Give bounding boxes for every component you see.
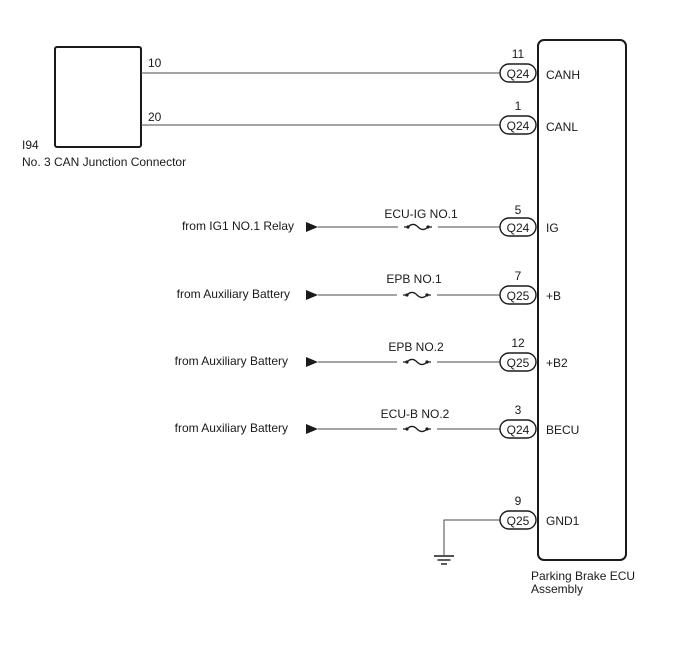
- connector-code: Q24: [507, 119, 530, 133]
- pin-number: 7: [515, 269, 522, 283]
- pin-number: 12: [511, 336, 525, 350]
- terminal-name: CANL: [546, 120, 578, 134]
- row-gnd1: 9 Q25 GND1: [434, 494, 580, 565]
- junction-connector-id: I94: [22, 138, 39, 152]
- row-plus-b: from Auxiliary Battery EPB NO.1 7 Q25 +B: [177, 269, 561, 305]
- connector-code: Q24: [507, 423, 530, 437]
- connector-pill: [499, 217, 537, 237]
- fuse-label: EPB NO.2: [388, 340, 444, 354]
- pin-number: 9: [515, 494, 522, 508]
- fuse-label: EPB NO.1: [386, 272, 442, 286]
- connector-pill: [499, 115, 537, 135]
- source-label: from IG1 NO.1 Relay: [182, 219, 294, 233]
- connector-code: Q25: [507, 356, 530, 370]
- fuse-label: ECU-B NO.2: [381, 407, 450, 421]
- arrow-icon: [306, 357, 318, 367]
- pin-number: 5: [515, 203, 522, 217]
- connector-pill: [499, 285, 537, 305]
- arrow-icon: [306, 222, 318, 232]
- ecu-name-line1: Parking Brake ECU: [531, 569, 635, 583]
- junction-connector-name: No. 3 CAN Junction Connector: [22, 155, 186, 169]
- terminal-name: CANH: [546, 68, 580, 82]
- row-canl: 1 Q24 CANL: [499, 99, 578, 135]
- pin-number: 3: [515, 403, 522, 417]
- connector-pill: [499, 63, 537, 83]
- connector-pill: [499, 510, 537, 530]
- pin-number: 1: [515, 99, 522, 113]
- terminal-name: IG: [546, 221, 559, 235]
- connector-code: Q24: [507, 221, 530, 235]
- terminal-name: GND1: [546, 514, 580, 528]
- junction-pin-canh: 10: [148, 56, 162, 70]
- terminal-name: +B2: [546, 356, 568, 370]
- connector-code: Q25: [507, 289, 530, 303]
- arrow-icon: [306, 290, 318, 300]
- terminal-name: +B: [546, 289, 561, 303]
- row-becu: from Auxiliary Battery ECU-B NO.2 3 Q24 …: [175, 403, 579, 439]
- fuse-label: ECU-IG NO.1: [384, 207, 458, 221]
- connector-pill: [499, 352, 537, 372]
- arrow-icon: [306, 424, 318, 434]
- source-label: from Auxiliary Battery: [175, 421, 288, 435]
- connector-pill: [499, 419, 537, 439]
- junction-pin-canl: 20: [148, 110, 162, 124]
- ground-icon: [434, 555, 454, 565]
- terminal-name: BECU: [546, 423, 579, 437]
- connector-code: Q25: [507, 514, 530, 528]
- row-canh: 11 Q24 CANH: [499, 47, 580, 83]
- row-plus-b2: from Auxiliary Battery EPB NO.2 12 Q25 +…: [175, 336, 568, 372]
- junction-connector-box: [54, 46, 142, 148]
- ecu-box: [537, 39, 627, 561]
- source-label: from Auxiliary Battery: [175, 354, 288, 368]
- row-ig: from IG1 NO.1 Relay ECU-IG NO.1 5 Q24 IG: [182, 203, 559, 237]
- pin-number: 11: [512, 47, 525, 61]
- ecu-name-line2: Assembly: [531, 582, 583, 596]
- source-label: from Auxiliary Battery: [177, 287, 290, 301]
- ground-wire: [443, 519, 500, 555]
- connector-code: Q24: [507, 67, 530, 81]
